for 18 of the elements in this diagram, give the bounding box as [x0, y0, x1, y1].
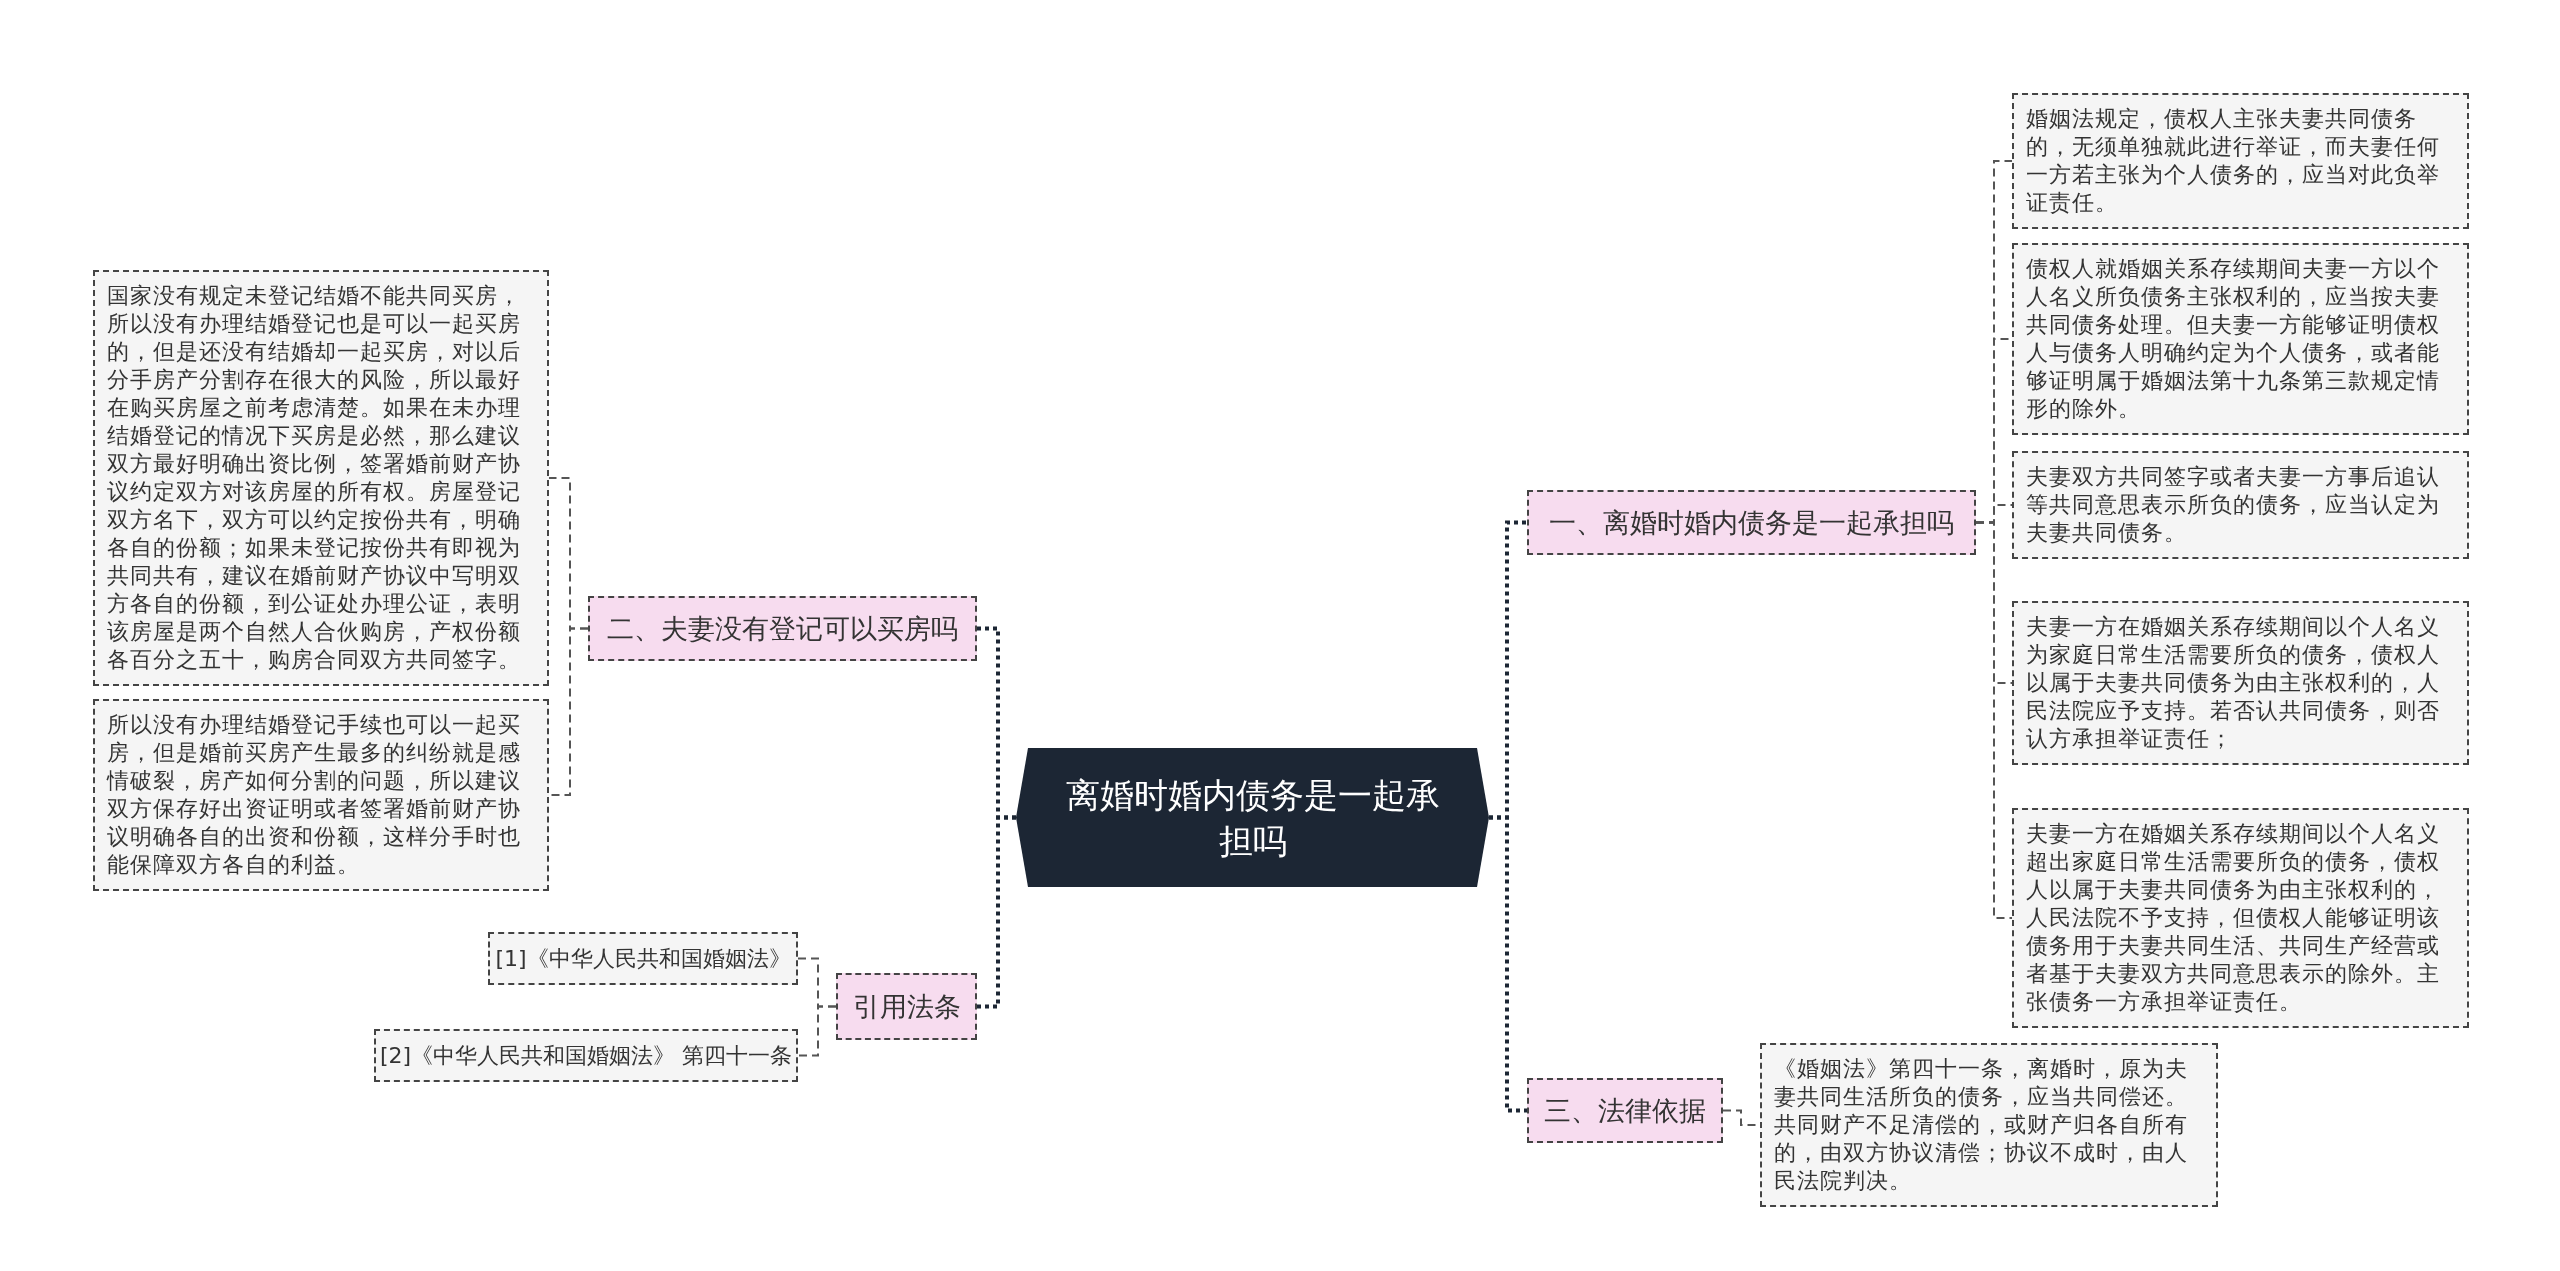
branch-box: 一、离婚时婚内债务是一起承担吗 — [1527, 490, 1976, 555]
branch-box: 三、法律依据 — [1527, 1078, 1723, 1143]
reference-box: [2]《中华人民共和国婚姻法》 第四十一条 — [374, 1029, 798, 1082]
branch-box: 二、夫妻没有登记可以买房吗 — [588, 596, 977, 661]
connector — [797, 1005, 837, 1057]
note-box: 夫妻双方共同签字或者夫妻一方事后追认等共同意思表示所负的债务，应当认定为夫妻共同债务。 — [2012, 451, 2469, 559]
note-box: 夫妻一方在婚姻关系存续期间以个人名义为家庭日常生活需要所负的债务，债权人以属于夫妻共同债务为由主张权利的，人民法院应予支持。若否认共同债务，则否认方承担举证责任； — [2012, 601, 2469, 765]
note-box: 国家没有规定未登记结婚不能共同买房，所以没有办理结婚登记也是可以一起买房的，但是还没有结婚却一起买房，对以后分手房产分割存在很大的风险，所以最好在购买房屋之前考虑清楚。如果在未办理结婚登记的情况下买房是必然，那么建议双方最好明确出资比例，签署婚前财产协议约定双方对该房屋的所有权。房屋登记双方名下，双方可以约定按份共有，明确各自的份额；如果未登记按份共有即视为共同共有，建议在婚前财产协议中写明双方各自的份额，到公证处办理公证，表明该房屋是两个自然人合伙购房，产权份额各百分之五十，购房合同双方共同签字。 — [93, 270, 549, 686]
topic-box: 离婚时婚内债务是一起承担吗 — [1016, 748, 1489, 887]
note-box: 夫妻一方在婚姻关系存续期间以个人名义超出家庭日常生活需要所负的债务，债权人以属于夫妻共同债务为由主张权利的，人民法院不予支持，但债权人能够证明该债务用于夫妻共同生活、共同生产经营或者基于夫妻双方共同意思表示的除外。主张债务一方承担举证责任。 — [2012, 808, 2469, 1028]
note-box: 婚姻法规定，债权人主张夫妻共同债务的，无须单独就此进行举证，而夫妻任何一方若主张为个人债务的，应当对此负举证责任。 — [2012, 93, 2469, 229]
connector — [977, 815, 1016, 1009]
reference-box: [1]《中华人民共和国婚姻法》 — [488, 932, 798, 985]
note-box: 《婚姻法》第四十一条，离婚时，原为夫妻共同生活所负的债务，应当共同偿还。共同财产不足清偿的，或财产归各自所有的，由双方协议清偿；协议不成时，由人民法院判决。 — [1760, 1043, 2218, 1207]
branch-box: 引用法条 — [836, 973, 977, 1040]
note-box: 所以没有办理结婚登记手续也可以一起买房，但是婚前买房产生最多的纠纷就是感情破裂，房产如何分割的问题，所以建议双方保存好出资证明或者签署婚前财产协议明确各自的出资和份额，这样分手时也能保障双方各自的利益。 — [93, 699, 549, 891]
note-box: 债权人就婚姻关系存续期间夫妻一方以个人名义所负债务主张权利的，应当按夫妻共同债务处理。但夫妻一方能够证明债权人与债务人明确约定为个人债务，或者能够证明属于婚姻法第十九条第三款规定情形的除外。 — [2012, 243, 2469, 435]
connector — [1489, 815, 1527, 1113]
